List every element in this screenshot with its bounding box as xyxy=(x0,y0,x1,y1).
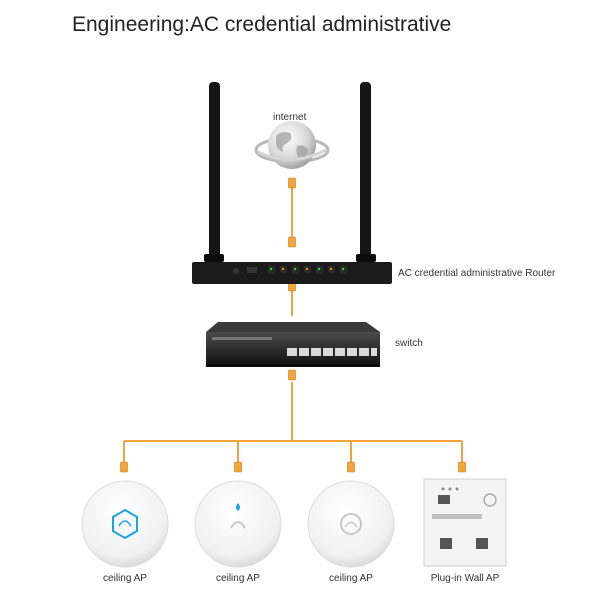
rj45-connector xyxy=(288,236,296,248)
rj45-connectors xyxy=(120,177,466,473)
ceiling-ap-icon xyxy=(307,480,395,568)
wall-ap-icon xyxy=(423,478,507,567)
ceiling-ap-icon xyxy=(81,480,169,568)
switch-label: switch xyxy=(395,338,423,349)
internet-label: internet xyxy=(273,112,307,123)
device-caption-4: Plug-in Wall AP xyxy=(430,573,500,584)
switch-icon xyxy=(206,322,380,367)
rj45-connector xyxy=(234,461,242,473)
router-icon xyxy=(192,82,392,284)
device-caption-1: ceiling AP xyxy=(103,573,147,584)
device-caption-2: ceiling AP xyxy=(216,573,260,584)
router-label: AC credential administrative Router xyxy=(398,268,556,279)
rj45-connector xyxy=(120,461,128,473)
cable-lines xyxy=(123,186,463,462)
rj45-connector xyxy=(288,369,296,381)
diagram-title: Engineering:AC credential administrative xyxy=(72,13,452,36)
rj45-connector xyxy=(458,461,466,473)
rj45-connector xyxy=(347,461,355,473)
device-caption-3: ceiling AP xyxy=(329,573,373,584)
rj45-connector xyxy=(288,177,296,189)
ceiling-ap-icon xyxy=(194,480,282,568)
globe-icon xyxy=(254,121,330,169)
